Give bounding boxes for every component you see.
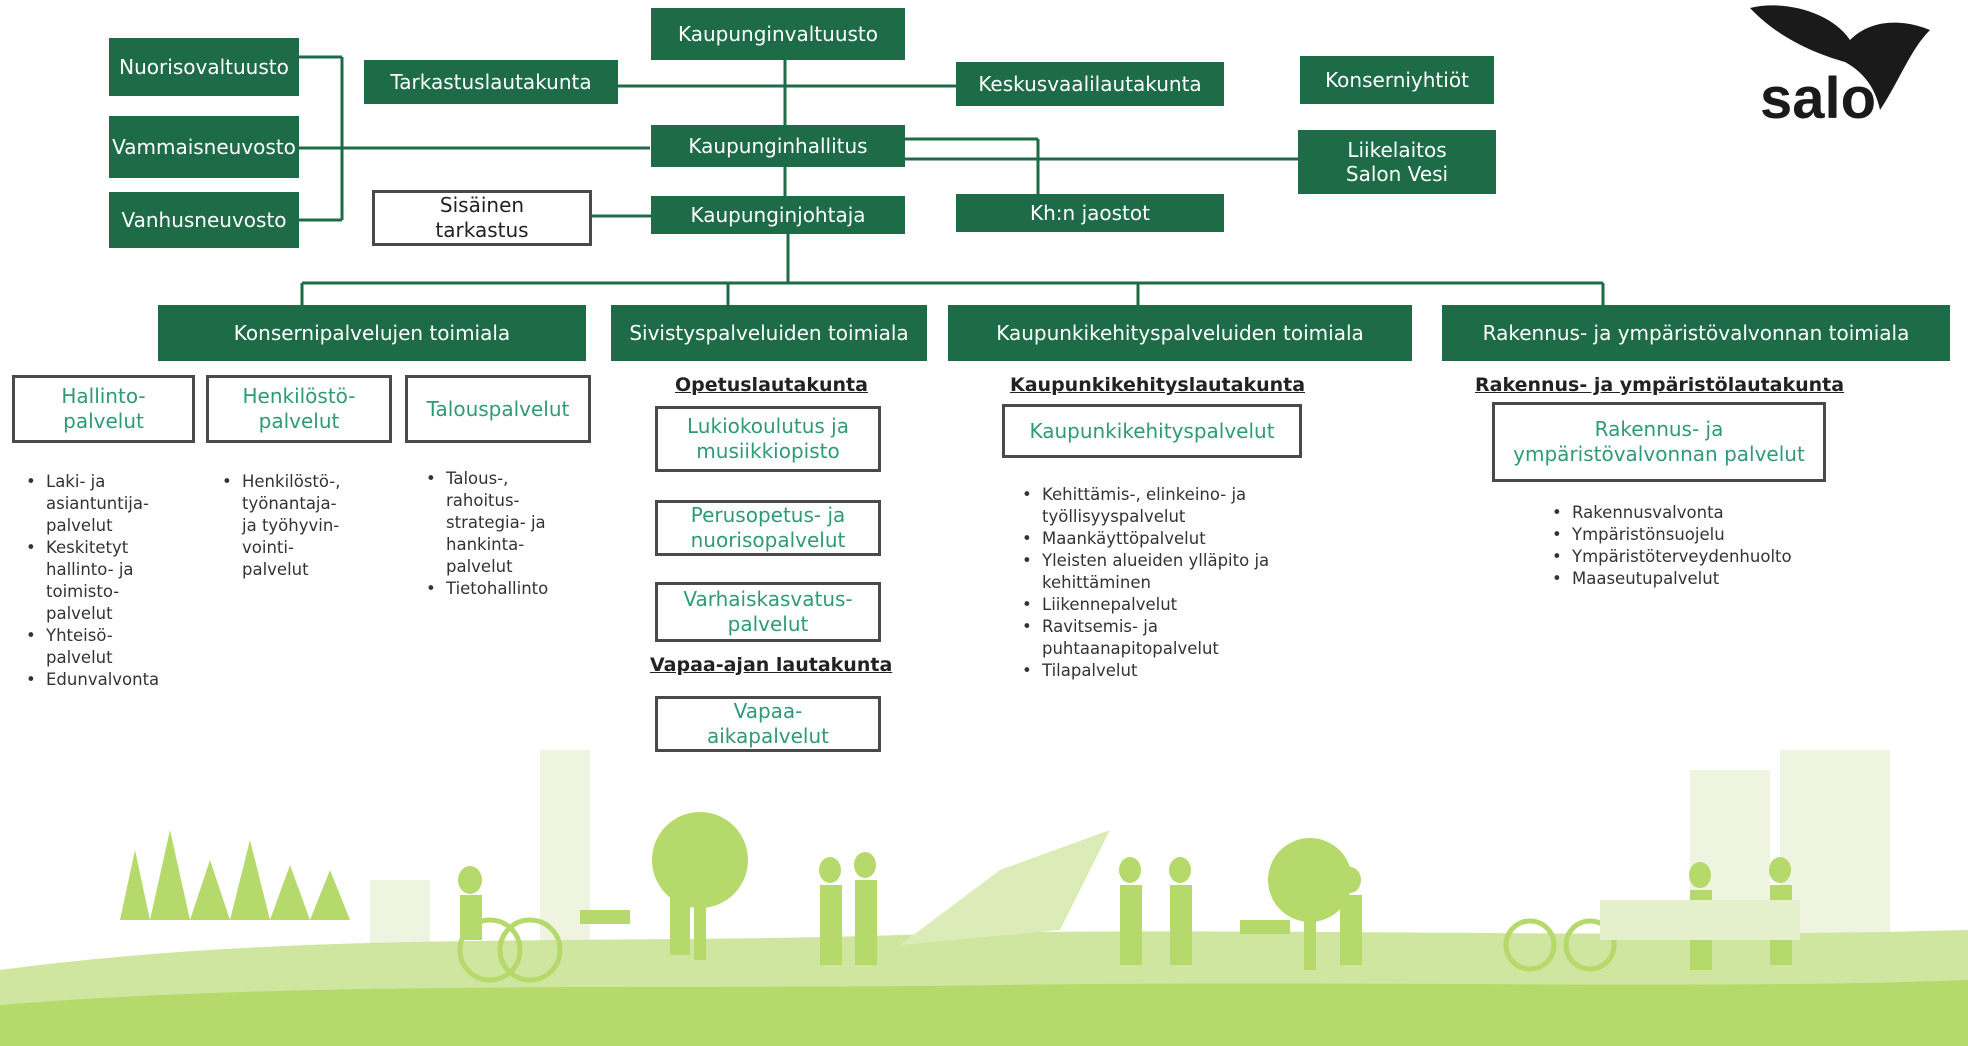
keskusvaalilautakunta-box: Keskusvaalilautakunta	[956, 62, 1224, 106]
kaupunginvaltuusto-label: Kaupunginvaltuusto	[677, 22, 878, 46]
liikelaitos-label: Liikelaitos Salon Vesi	[1345, 138, 1449, 186]
rakennus-list: Rakennusvalvonta Ympäristönsuojelu Ympär…	[1546, 502, 1872, 590]
jaostot-label: Kh:n jaostot	[1030, 201, 1150, 225]
unit-varhaiskasvatus: Varhaiskasvatus- palvelut	[655, 582, 881, 642]
division-rakennus: Rakennus- ja ympäristövalvonnan toimiala	[1442, 305, 1950, 361]
list-item: Laki- ja asiantuntija- palvelut	[26, 471, 206, 537]
kehitys-list: Kehittämis-, elinkeino- ja työllisyyspal…	[1016, 484, 1342, 682]
unit-rakennus-palvelut: Rakennus- ja ympäristövalvonnan palvelut	[1492, 402, 1826, 482]
unit-perusopetus: Perusopetus- ja nuorisopalvelut	[655, 500, 881, 556]
sisainen-tarkastus-label: Sisäinen tarkastus	[435, 193, 529, 242]
list-item: Yleisten alueiden ylläpito ja kehittämin…	[1022, 550, 1342, 594]
list-item: Yhteisö- palvelut	[26, 625, 206, 669]
nuorisovaltuusto-box: Nuorisovaltuusto	[109, 38, 299, 96]
jaostot-box: Kh:n jaostot	[956, 194, 1224, 232]
list-item: Liikennepalvelut	[1022, 594, 1342, 616]
tarkastuslautakunta-label: Tarkastuslautakunta	[390, 70, 592, 94]
kaupunginjohtaja-label: Kaupunginjohtaja	[690, 203, 866, 227]
list-item: Ravitsemis- ja puhtaanapitopalvelut	[1022, 616, 1342, 660]
unit-label: Varhaiskasvatus- palvelut	[683, 587, 853, 636]
division-label: Kaupunkikehityspalveluiden toimiala	[996, 321, 1364, 345]
vammaisneuvosto-box: Vammaisneuvosto	[109, 116, 299, 178]
list-item: Rakennusvalvonta	[1552, 502, 1872, 524]
division-label: Konsernipalvelujen toimiala	[233, 321, 511, 345]
opetuslautakunta-heading: Opetuslautakunta	[675, 374, 868, 396]
list-item: Maankäyttöpalvelut	[1022, 528, 1342, 550]
list-item: Talous-, rahoitus- strategia- ja hankint…	[426, 468, 606, 578]
list-item: Maaseutupalvelut	[1552, 568, 1872, 590]
unit-henkilostopalvelut: Henkilöstö- palvelut	[206, 375, 392, 443]
division-label: Sivistyspalveluiden toimiala	[629, 321, 909, 345]
unit-label: Perusopetus- ja nuorisopalvelut	[690, 503, 846, 552]
unit-label: Vapaa- aikapalvelut	[706, 699, 830, 748]
list-item: Tietohallinto	[426, 578, 606, 600]
unit-hallintopalvelut: Hallinto- palvelut	[12, 375, 195, 443]
liikelaitos-box: Liikelaitos Salon Vesi	[1298, 130, 1496, 194]
list-item: Ympäristönsuojelu	[1552, 524, 1872, 546]
salo-logo-text: salo	[1760, 66, 1876, 131]
konserniyhtiot-box: Konserniyhtiöt	[1300, 56, 1494, 104]
kaupunginjohtaja-box: Kaupunginjohtaja	[651, 196, 905, 234]
hallinto-list: Laki- ja asiantuntija- palvelut Keskitet…	[20, 471, 206, 691]
council-label: Nuorisovaltuusto	[119, 55, 289, 79]
list-item: Tilapalvelut	[1022, 660, 1342, 682]
unit-talouspalvelut: Talouspalvelut	[405, 375, 591, 443]
talous-list: Talous-, rahoitus- strategia- ja hankint…	[420, 468, 606, 600]
list-item: Edunvalvonta	[26, 669, 206, 691]
unit-label: Henkilöstö- palvelut	[242, 384, 356, 433]
rakennus-lautakunta-heading: Rakennus- ja ympäristölautakunta	[1475, 374, 1845, 396]
unit-label: Rakennus- ja ympäristövalvonnan palvelut	[1513, 417, 1805, 466]
division-kaupunkikehitys: Kaupunkikehityspalveluiden toimiala	[948, 305, 1412, 361]
henkilosto-list: Henkilöstö-, työnantaja- ja työhyvin- vo…	[216, 471, 402, 581]
division-label: Rakennus- ja ympäristövalvonnan toimiala	[1482, 321, 1910, 345]
kaupunginhallitus-box: Kaupunginhallitus	[651, 125, 905, 167]
park-scene-illustration	[0, 750, 1968, 1046]
konserniyhtiot-label: Konserniyhtiöt	[1325, 68, 1469, 92]
kaupunginvaltuusto-box: Kaupunginvaltuusto	[651, 8, 905, 60]
kaupunginhallitus-label: Kaupunginhallitus	[688, 134, 868, 158]
tarkastuslautakunta-box: Tarkastuslautakunta	[364, 60, 618, 104]
vapaa-ajan-lautakunta-heading: Vapaa-ajan lautakunta	[650, 654, 893, 676]
division-sivistys: Sivistyspalveluiden toimiala	[611, 305, 927, 361]
division-konserni: Konsernipalvelujen toimiala	[158, 305, 586, 361]
council-label: Vammaisneuvosto	[112, 135, 296, 159]
unit-label: Talouspalvelut	[426, 396, 570, 421]
kaupunkikehityslautakunta-heading: Kaupunkikehityslautakunta	[1010, 374, 1306, 396]
list-item: Kehittämis-, elinkeino- ja työllisyyspal…	[1022, 484, 1342, 528]
sisainen-tarkastus-box: Sisäinen tarkastus	[372, 190, 592, 246]
unit-kaupunkikehityspalvelut: Kaupunkikehityspalvelut	[1002, 404, 1302, 458]
list-item: Henkilöstö-, työnantaja- ja työhyvin- vo…	[222, 471, 402, 581]
unit-vapaa-aikapalvelut: Vapaa- aikapalvelut	[655, 696, 881, 752]
council-label: Vanhusneuvosto	[121, 208, 287, 232]
list-item: Keskitetyt hallinto- ja toimisto- palvel…	[26, 537, 206, 625]
vanhusneuvosto-box: Vanhusneuvosto	[109, 192, 299, 248]
salo-logo: salo	[1750, 5, 1930, 131]
list-item: Ympäristöterveydenhuolto	[1552, 546, 1872, 568]
unit-label: Kaupunkikehityspalvelut	[1029, 418, 1275, 443]
salo-bird-logo-icon	[1750, 5, 1930, 111]
unit-label: Lukiokoulutus ja musiikkiopisto	[687, 414, 849, 463]
unit-label: Hallinto- palvelut	[61, 384, 146, 433]
unit-lukiokoulutus: Lukiokoulutus ja musiikkiopisto	[655, 406, 881, 472]
keskusvaalilautakunta-label: Keskusvaalilautakunta	[978, 72, 1202, 96]
